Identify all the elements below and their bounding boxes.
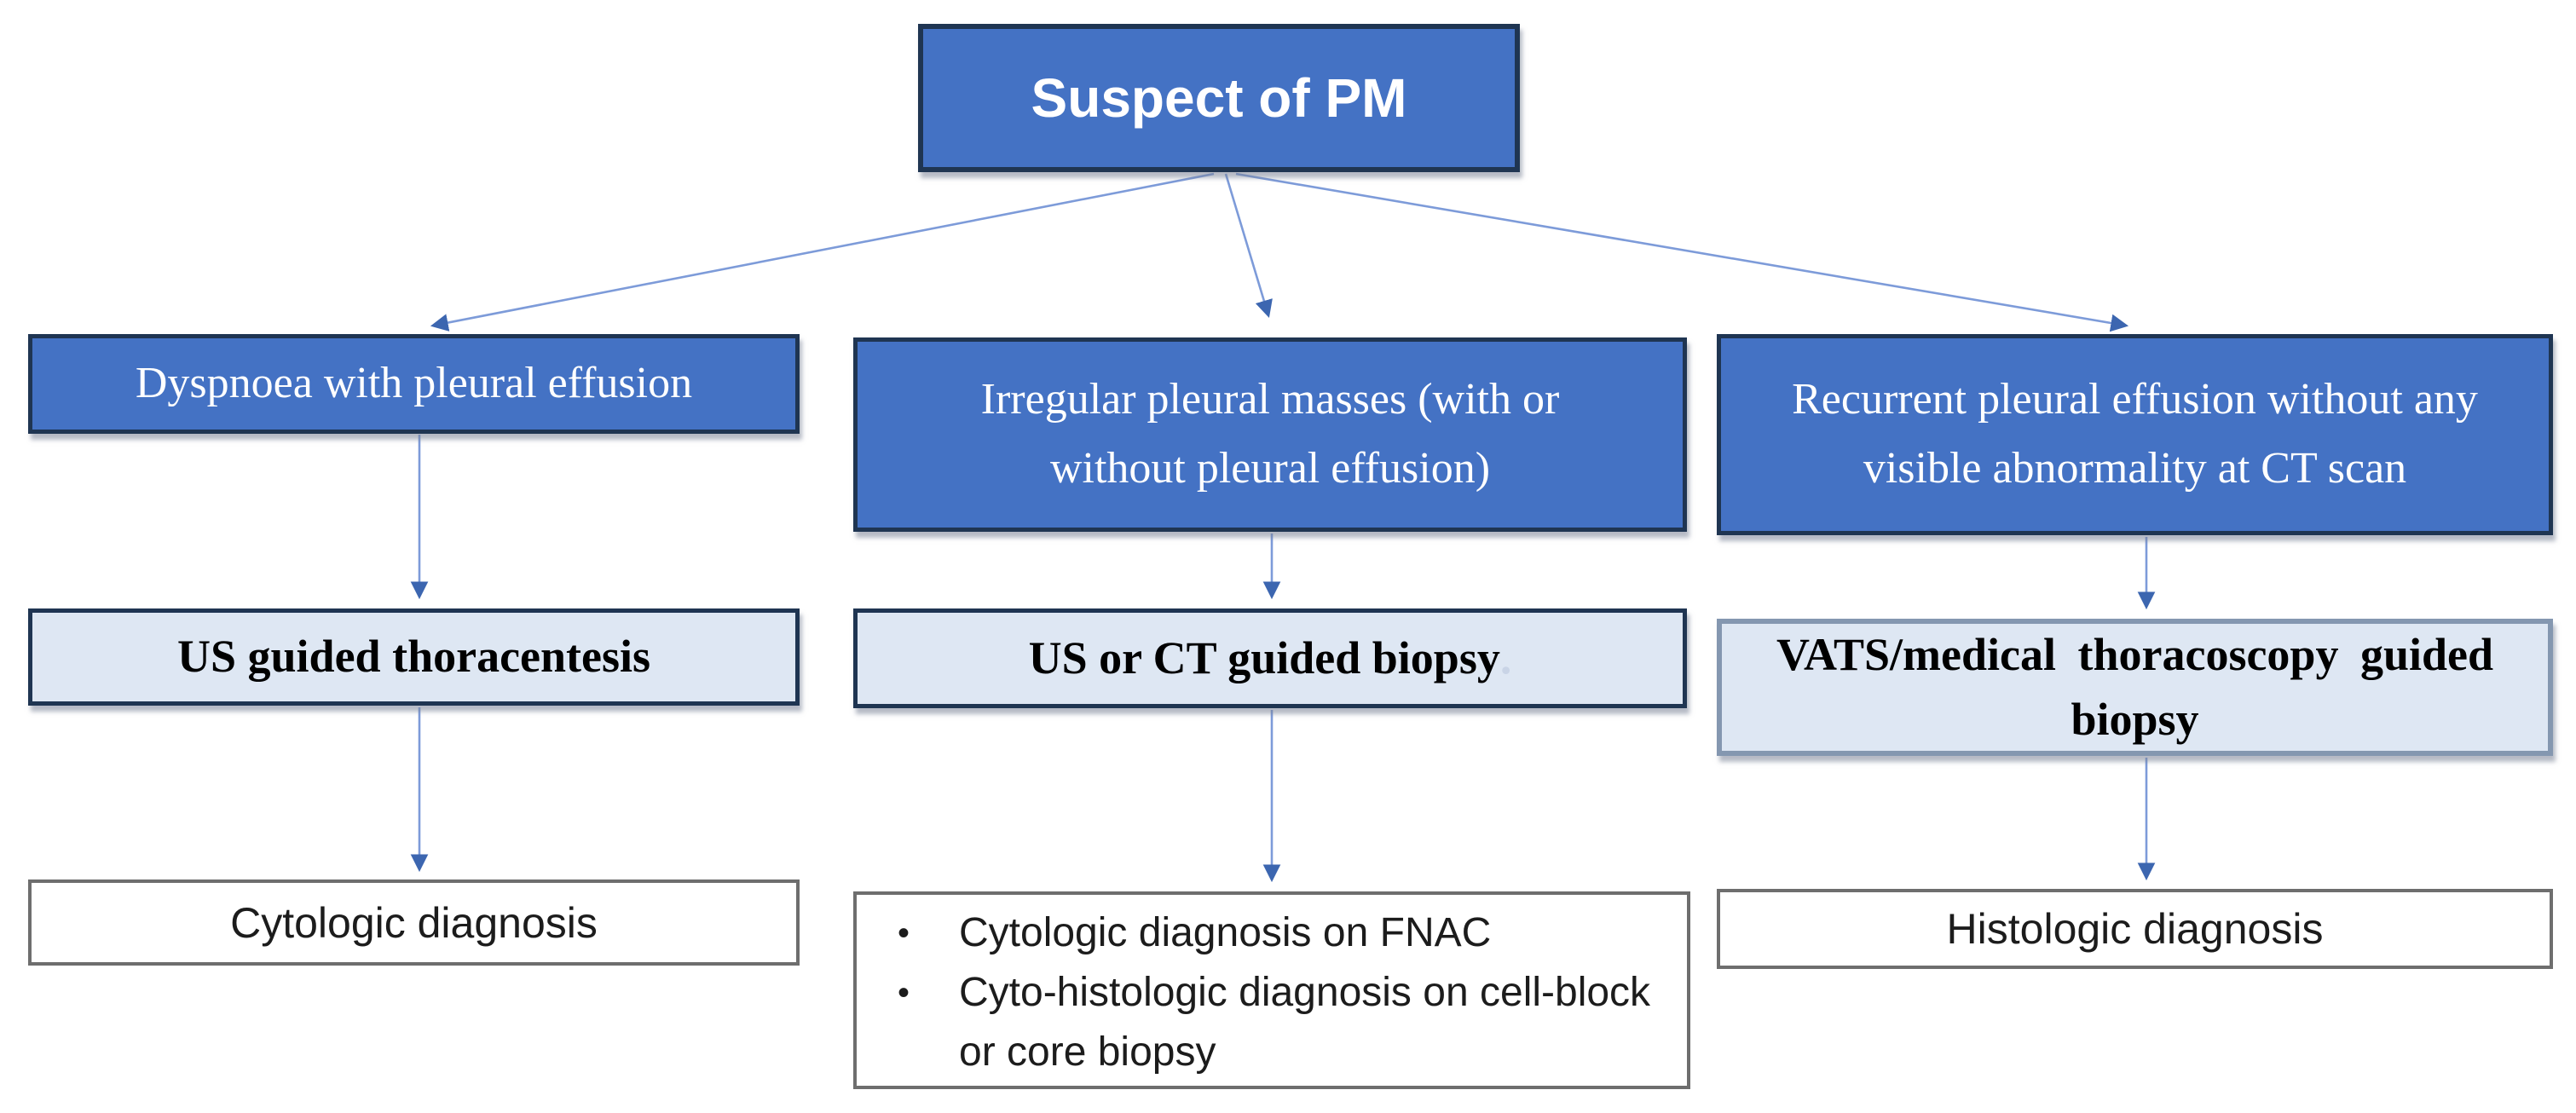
list-item: • Cytologic diagnosis on FNAC [898, 903, 1661, 963]
outcome-label: Cytologic diagnosis [230, 898, 598, 947]
bullet-icon: • [898, 914, 910, 952]
procedure-label: VATS/medical thoracoscopy guided biopsy [1776, 628, 2494, 745]
procedure-label: US or CT guided biopsy [1028, 631, 1500, 683]
outcome-bullet-text: Cyto-histologic diagnosis on cell-block … [959, 970, 1651, 1075]
outcome-node-cytologic: Cytologic diagnosis [28, 879, 800, 966]
outcome-node-bullet-list: • Cytologic diagnosis on FNAC • Cyto-his… [853, 891, 1690, 1089]
outcome-node-histologic: Histologic diagnosis [1717, 889, 2553, 969]
procedure-node-thoracentesis: US guided thoracentesis [28, 608, 800, 706]
arrow-root-to-right-condition [1235, 172, 2129, 332]
list-item: • Cyto-histologic diagnosis on cell-bloc… [898, 963, 1661, 1081]
faint-period: . [1499, 631, 1512, 683]
condition-label: Irregular pleural masses (with or withou… [980, 375, 1560, 493]
procedure-node-vats-thoracoscopy: VATS/medical thoracoscopy guided biopsy [1717, 619, 2553, 756]
root-node-suspect-of-pm: Suspect of PM [918, 24, 1520, 172]
condition-node-irregular-masses: Irregular pleural masses (with or withou… [853, 337, 1687, 532]
procedure-node-us-ct-biopsy: US or CT guided biopsy. [853, 608, 1687, 708]
root-label: Suspect of PM [1031, 67, 1407, 129]
arrow-root-to-left-condition [430, 172, 1215, 332]
condition-label: Recurrent pleural effusion without any v… [1792, 375, 2478, 493]
condition-node-dyspnoea: Dyspnoea with pleural effusion [28, 334, 800, 434]
bullet-icon: • [898, 974, 910, 1012]
condition-node-recurrent-effusion: Recurrent pleural effusion without any v… [1717, 334, 2553, 535]
condition-label: Dyspnoea with pleural effusion [135, 359, 693, 408]
outcome-label: Histologic diagnosis [1946, 905, 2324, 953]
outcome-bullet-list: • Cytologic diagnosis on FNAC • Cyto-his… [898, 903, 1661, 1081]
outcome-bullet-text: Cytologic diagnosis on FNAC [959, 910, 1492, 955]
procedure-label: US guided thoracentesis [176, 631, 651, 683]
arrow-root-to-mid-condition [1224, 173, 1273, 318]
